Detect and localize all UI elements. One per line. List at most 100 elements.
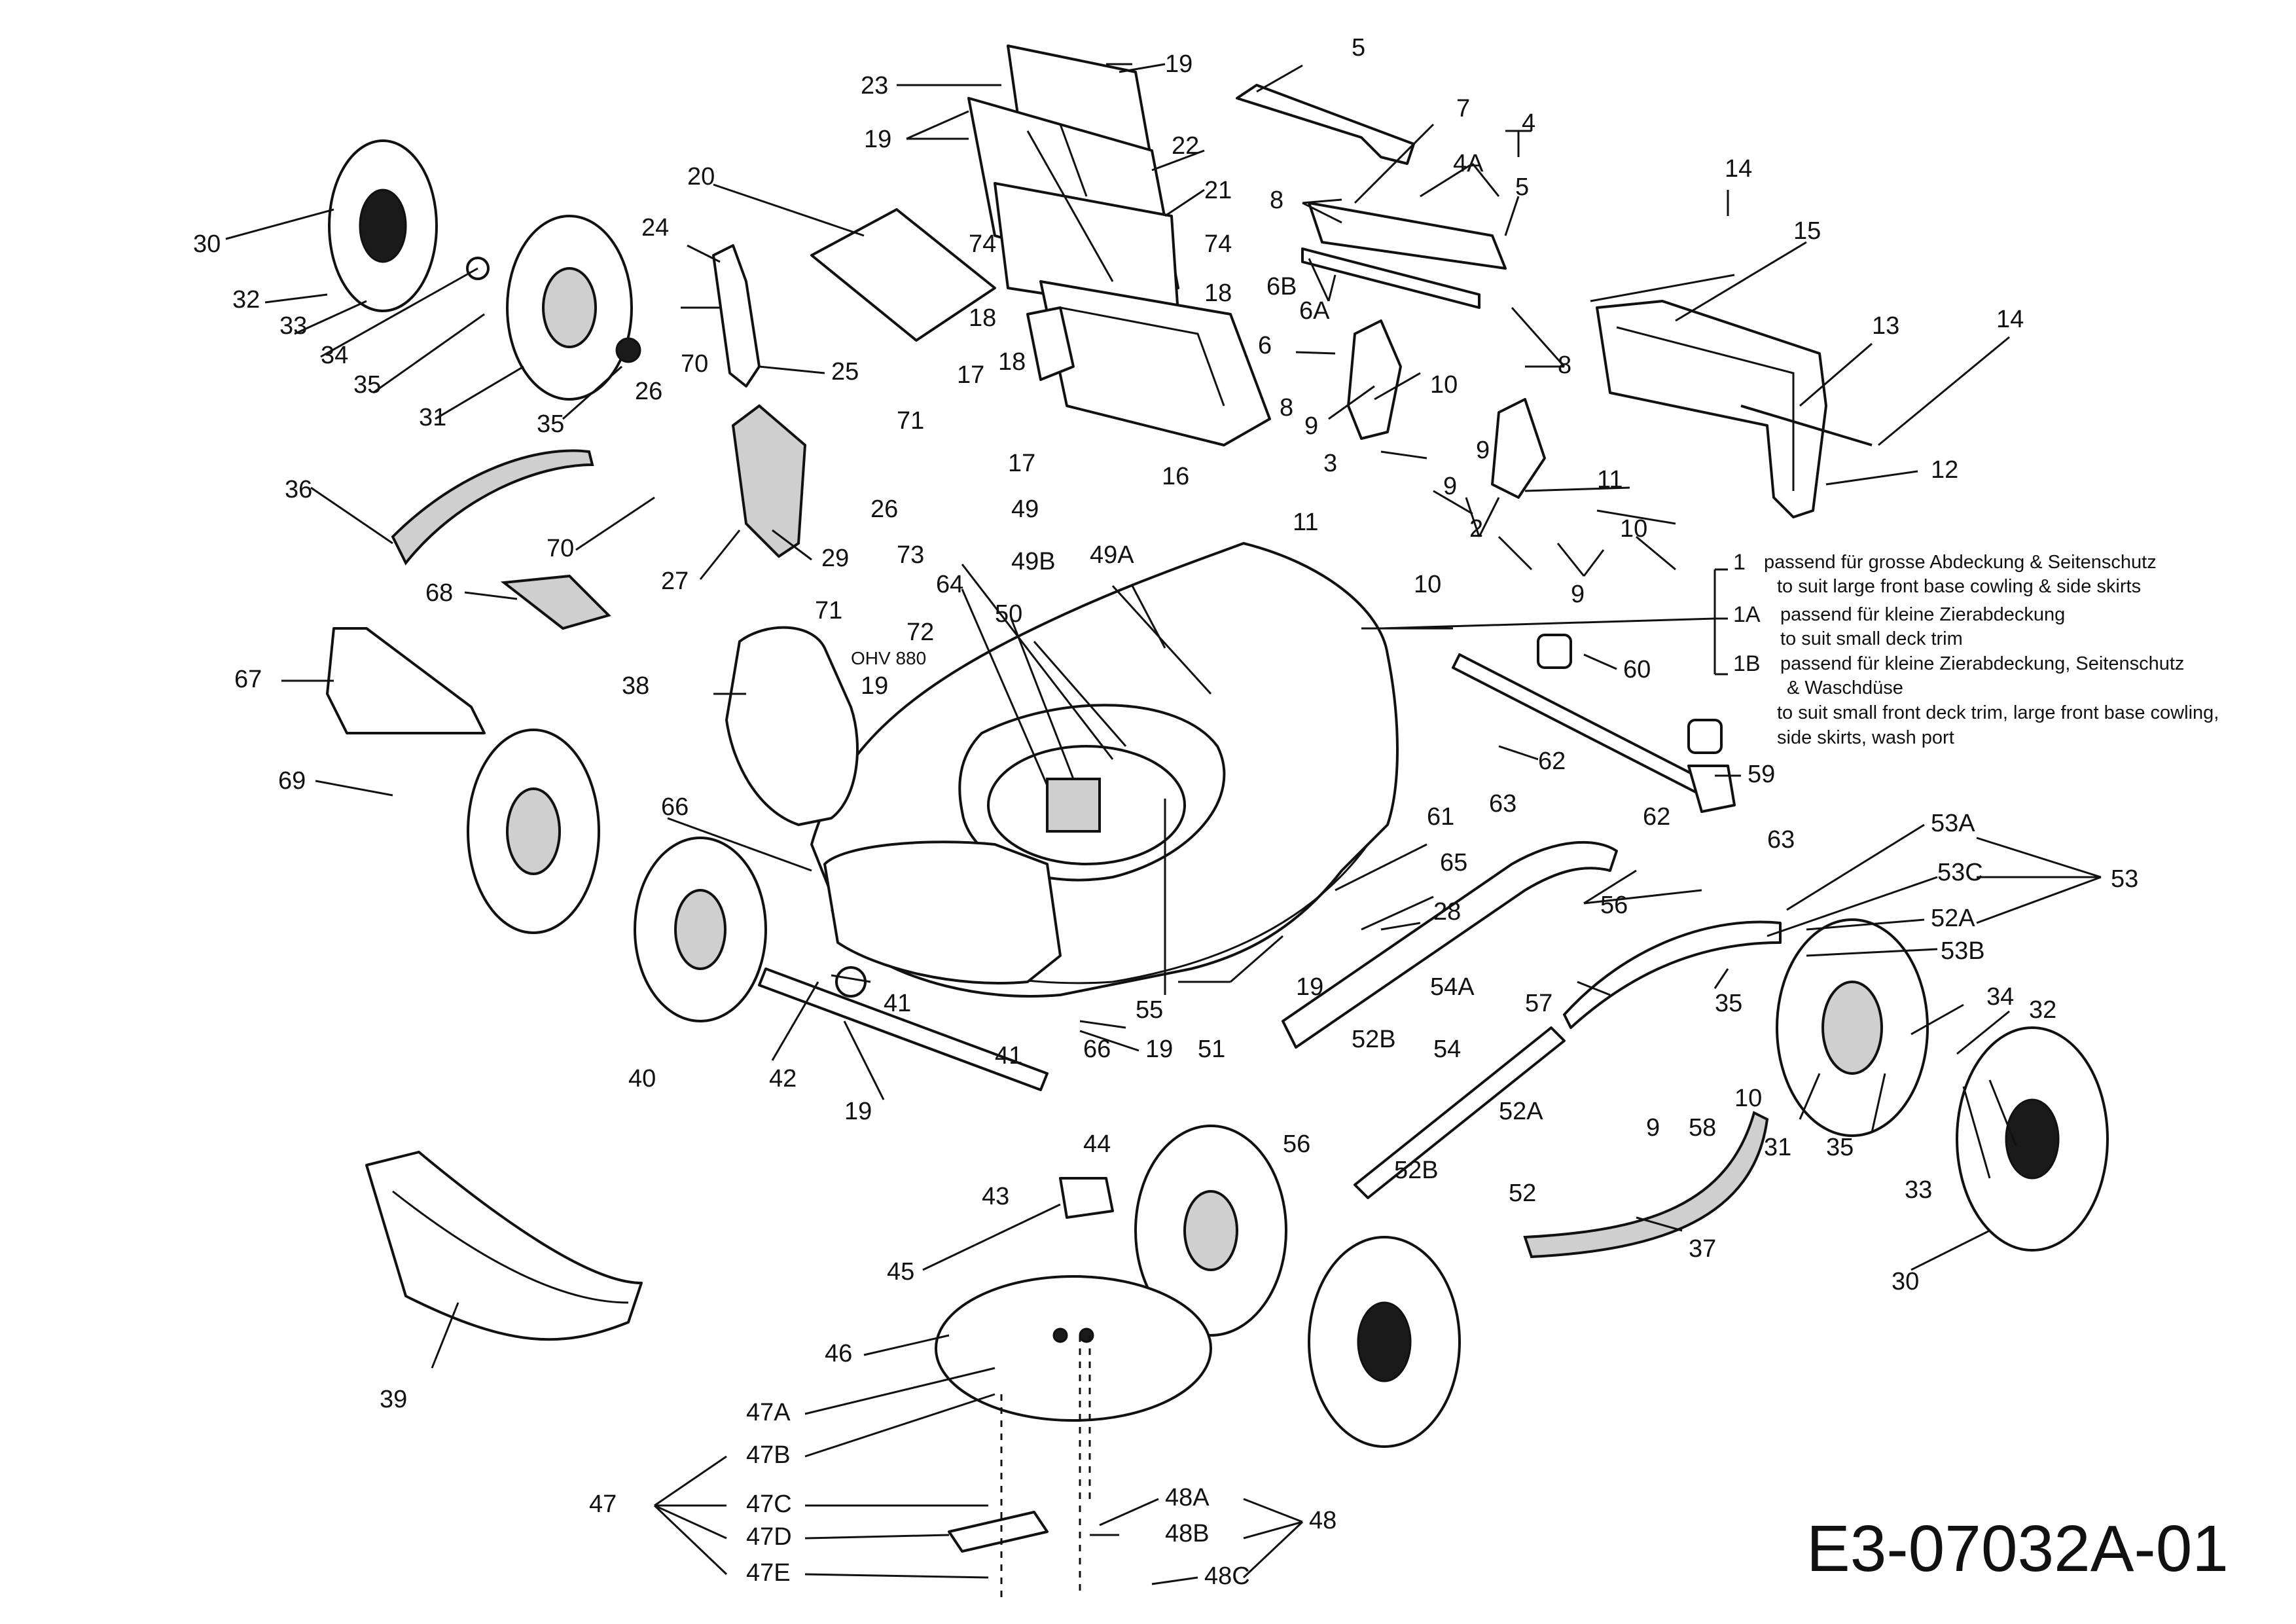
- callout: 31: [1764, 1134, 1791, 1161]
- variant-line: passend für kleine Zierabdeckung: [1780, 604, 2065, 625]
- variant-key: 1: [1733, 550, 1746, 575]
- callout: 57: [1525, 990, 1552, 1017]
- callout: 9: [1443, 473, 1457, 500]
- callout: 60: [1623, 656, 1651, 683]
- cutting-blade: [948, 1511, 1049, 1553]
- decal-badge: [500, 574, 611, 630]
- callout: 10: [1620, 515, 1647, 543]
- rear-bushing: [1537, 634, 1572, 669]
- axle-mount-plate: [1687, 765, 1736, 813]
- callout: 47D: [746, 1523, 792, 1551]
- variant-line: to suit small deck trim: [1780, 628, 1963, 649]
- variant-key: 1A: [1733, 602, 1761, 627]
- callout: 13: [1872, 312, 1899, 340]
- callout-layer: 5 7 4 4A 5 8 6B 6A 6 8 8 10 9 9 3 9 11 2…: [193, 34, 2138, 1590]
- callout: 10: [1414, 571, 1441, 598]
- callout: 11: [1597, 466, 1623, 494]
- callout: 35: [537, 410, 564, 438]
- callout: 56: [1600, 892, 1628, 919]
- callout: 24: [641, 214, 669, 242]
- callout: 49: [1011, 496, 1039, 523]
- callout: 64: [936, 571, 963, 598]
- rear-wheel-outer-left-hub: [359, 189, 407, 263]
- side-skirt-right: [1523, 1111, 1769, 1259]
- callout: 34: [1986, 983, 2014, 1011]
- front-badge-trim: [326, 627, 486, 734]
- callout: 73: [897, 541, 924, 569]
- engine-mount: [1046, 778, 1101, 833]
- callout: 4: [1522, 109, 1535, 137]
- callout: 14: [1996, 306, 2024, 333]
- rear-flap: [1039, 280, 1271, 446]
- callout: 71: [897, 407, 924, 435]
- callout: 53B: [1941, 937, 1985, 965]
- front-wheel-left-outer-hub: [506, 787, 561, 875]
- callout: 8: [1270, 187, 1283, 214]
- callout: 9: [1646, 1114, 1660, 1142]
- rear-rod: [1740, 405, 1873, 446]
- callout: 63: [1489, 790, 1516, 818]
- callout: 47A: [746, 1399, 791, 1426]
- callout: 58: [1689, 1114, 1716, 1142]
- callout: 61: [1427, 803, 1454, 831]
- callout: 30: [193, 230, 221, 258]
- disc-bolt: [1079, 1327, 1094, 1343]
- variant-key: 1B: [1733, 651, 1761, 676]
- callout: 45: [887, 1258, 914, 1286]
- callout: 71: [815, 597, 842, 624]
- callout: 68: [425, 579, 453, 607]
- callout: 42: [769, 1065, 797, 1092]
- callout: 36: [285, 476, 312, 503]
- callout: 35: [353, 371, 381, 399]
- handle-bracket-upper: [1236, 84, 1415, 165]
- engine-label: OHV 880: [851, 648, 926, 668]
- callout: 14: [1725, 155, 1752, 183]
- callout: 31: [419, 404, 446, 431]
- front-cowling: [725, 626, 859, 826]
- callout: 5: [1352, 34, 1365, 62]
- front-wheel-left-inner-hub: [674, 889, 726, 970]
- callout: 40: [628, 1065, 656, 1092]
- variant-line: passend für grosse Abdeckung & Seitensch…: [1764, 552, 2157, 573]
- variant-notes: 1 passend für grosse Abdeckung & Seitens…: [1713, 550, 2219, 748]
- callout: 35: [1715, 990, 1742, 1017]
- drawing-id: E3-07032A-01: [1806, 1512, 2229, 1585]
- callout: 53: [2111, 865, 2138, 893]
- height-lever: [712, 244, 761, 388]
- front-wheel-center-inner-hub: [1357, 1301, 1412, 1382]
- callout: 47B: [746, 1441, 791, 1469]
- callout: 37: [1689, 1235, 1716, 1263]
- callout: 38: [622, 672, 649, 700]
- callout: 49B: [1011, 548, 1056, 575]
- callout: 41: [884, 990, 911, 1017]
- callout: 19: [1165, 50, 1193, 78]
- callout: 25: [831, 358, 859, 386]
- callout: 9: [1571, 581, 1585, 608]
- rear-bushing-2: [1687, 719, 1723, 754]
- rear-wheel-right-inner-hub: [1821, 981, 1883, 1075]
- callout: 17: [957, 361, 984, 389]
- bag-seam: [1059, 124, 1088, 197]
- callout: 63: [1767, 826, 1795, 854]
- callout: 52B: [1352, 1026, 1396, 1053]
- callout: 48C: [1204, 1562, 1250, 1590]
- drive-lever-52: [1354, 1026, 1566, 1199]
- callout: 62: [1538, 748, 1566, 775]
- callout: 74: [1204, 230, 1232, 258]
- callout: 9: [1476, 437, 1490, 464]
- callout: 44: [1083, 1130, 1111, 1158]
- callout: 6: [1258, 332, 1272, 359]
- side-skirt-left: [391, 449, 594, 566]
- callout: 70: [547, 535, 574, 562]
- callout: 27: [661, 568, 689, 595]
- callout: 19: [1145, 1036, 1173, 1063]
- callout: 29: [821, 545, 849, 572]
- callout: 35: [1826, 1134, 1854, 1161]
- callout: 32: [232, 286, 260, 314]
- drive-lever-54: [1282, 840, 1618, 1049]
- callout: 59: [1748, 761, 1775, 788]
- callout: 26: [635, 378, 662, 405]
- rear-axle-rod: [1452, 653, 1716, 800]
- callout: 10: [1430, 371, 1458, 399]
- rear-wheel-inner-left-hub: [542, 267, 597, 348]
